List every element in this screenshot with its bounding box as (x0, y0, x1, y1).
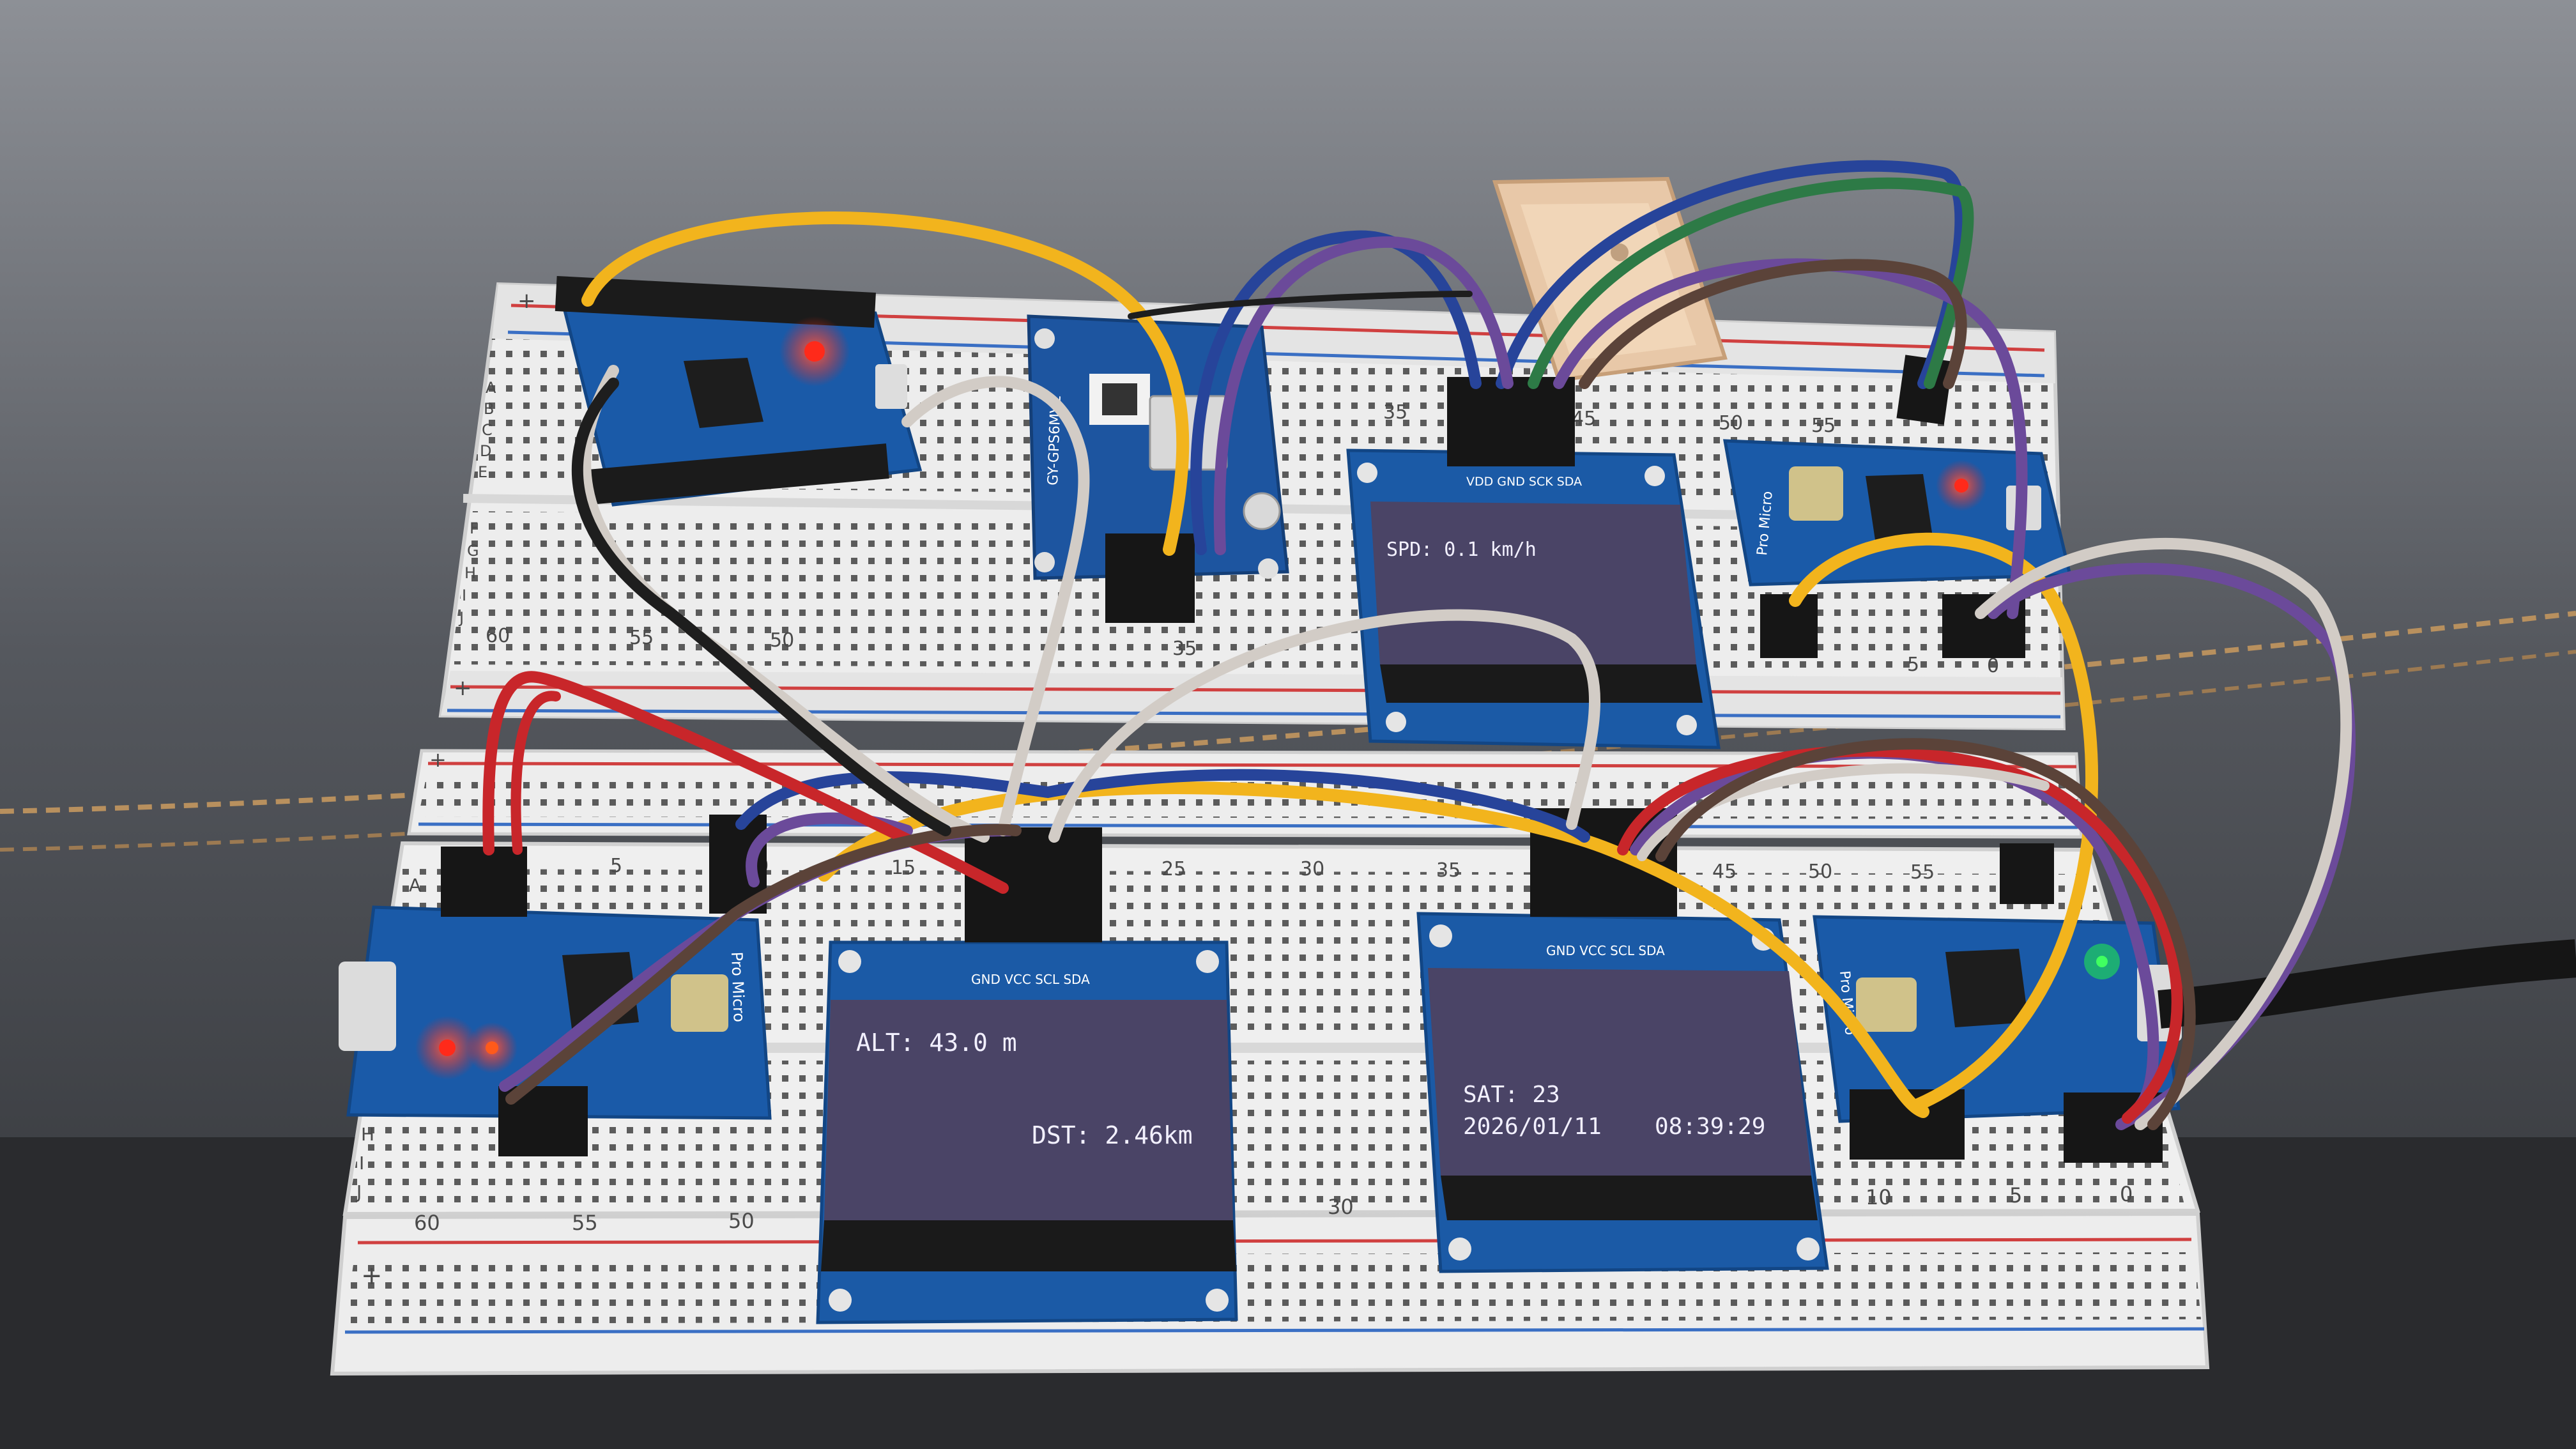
seat-stitching (0, 611, 2576, 814)
jumper-wires (482, 160, 2356, 1130)
wire-purple (1213, 236, 1514, 555)
led-indicator (2096, 956, 2108, 967)
row-letter: F (470, 519, 479, 537)
oled-header-label: VDD GND SCK SDA (1466, 475, 1582, 489)
row-letter: A (409, 875, 421, 896)
wire-purple (1630, 747, 2159, 1111)
led-indicator (439, 1039, 456, 1056)
column-number: 55 (1811, 415, 1836, 437)
row-letter: J (355, 1181, 362, 1202)
wire-blue (1190, 230, 1482, 555)
wire-green (1528, 177, 1974, 389)
altitude-readout: ALT: 43.0 m (856, 1029, 1017, 1057)
wire-black (1128, 291, 1473, 319)
column-number: 50 (728, 1209, 755, 1233)
row-letter: I (462, 586, 466, 604)
column-number: 60 (486, 625, 510, 647)
column-number: 10 (1866, 1185, 1892, 1209)
column-number: 50 (770, 629, 794, 652)
oled-display-satellite (1416, 912, 1829, 1273)
wire-gray (1637, 763, 2050, 861)
column-number: 25 (1162, 858, 1186, 880)
oled-display-altitude (816, 940, 1238, 1324)
column-number: 5 (2009, 1183, 2022, 1208)
rail-plus-mark: + (429, 747, 447, 772)
column-number: 55 (572, 1211, 598, 1235)
column-number: 30 (1328, 1195, 1354, 1219)
row-letter: H (464, 564, 476, 582)
column-number: 15 (891, 857, 916, 879)
led-indicator (486, 1041, 498, 1054)
rail-plus-mark: + (518, 288, 536, 314)
wire-red (510, 691, 561, 855)
wire-purple (1553, 258, 2028, 619)
column-number: 5 (610, 855, 622, 877)
oled-header-label: GND VCC SCL SDA (1546, 943, 1665, 958)
column-number: 45 (1572, 408, 1596, 430)
column-number: 50 (1719, 412, 1743, 434)
wire-blue (735, 769, 1590, 843)
column-number: 60 (414, 1211, 440, 1235)
time-readout: 08:39:29 (1655, 1114, 1765, 1140)
wire-black (571, 378, 951, 836)
column-number: 50 (1808, 861, 1832, 883)
oled-header-label: GND VCC SCL SDA (971, 972, 1090, 987)
pin-header (2000, 843, 2054, 904)
power-rail-bottom (330, 1211, 2210, 1376)
column-number: 35 (1436, 859, 1460, 882)
pin-header (441, 847, 527, 917)
column-number: 35 (1383, 401, 1407, 424)
wire-yellow (1789, 532, 2099, 1112)
row-letter: A (486, 379, 496, 397)
row-letter: D (480, 442, 491, 460)
row-letter: C (482, 421, 493, 439)
column-number: 35 (1172, 638, 1197, 660)
pin-header (1760, 594, 1818, 658)
wire-gray (901, 376, 1090, 836)
row-letter: G (467, 542, 479, 560)
oled-display-speed (1346, 448, 1721, 749)
column-number: 0 (2120, 1182, 2133, 1206)
led-indicator (804, 341, 825, 362)
led-indicator (1954, 479, 1968, 493)
rail-plus-mark: + (454, 675, 472, 701)
wire-red (482, 671, 1009, 894)
column-number: 5 (1907, 654, 1919, 676)
rail-plus-mark: + (361, 1261, 383, 1291)
speed-readout: SPD: 0.1 km/h (1386, 539, 1537, 561)
wire-brown (1579, 259, 1967, 389)
row-letter: B (484, 400, 494, 418)
column-number: 55 (629, 627, 654, 649)
distance-readout: DST: 2.46km (1032, 1121, 1193, 1149)
gps-pin-header (1105, 533, 1195, 623)
wire-gray (1048, 609, 1601, 843)
row-letter: J (458, 609, 464, 627)
row-letter: H (361, 1124, 374, 1145)
satellite-count-readout: SAT: 23 (1463, 1082, 1560, 1108)
oled-pin-header (1447, 377, 1575, 466)
wire-yellow (581, 211, 1190, 556)
column-number: 0 (1987, 655, 1999, 677)
date-readout: 2026/01/11 (1463, 1114, 1602, 1140)
column-number: 30 (1300, 858, 1324, 880)
usb-cable (2158, 939, 2576, 1029)
wire-gray (1975, 537, 2352, 1130)
row-letter: E (478, 463, 487, 481)
row-letter: I (359, 1153, 364, 1174)
column-number: 45 (1712, 861, 1736, 883)
microcontroller-label: Pro Micro (728, 951, 748, 1022)
column-number: 55 (1910, 861, 1935, 884)
wire-brown (1655, 738, 2196, 1130)
wire-blue (1496, 160, 1966, 389)
